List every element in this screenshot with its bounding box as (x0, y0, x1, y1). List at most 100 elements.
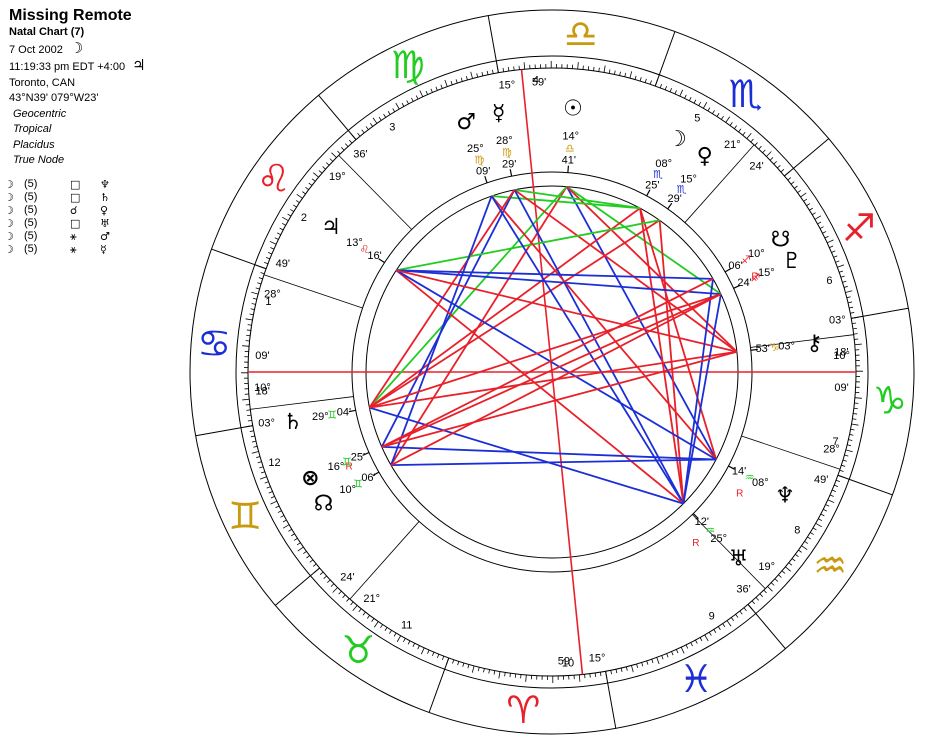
degree-tick (733, 125, 738, 129)
degree-tick (430, 88, 433, 93)
degree-tick (851, 423, 859, 426)
planet-minute: 25' (351, 451, 365, 463)
aspect-orb: (5) (24, 178, 38, 190)
degree-tick (801, 545, 808, 551)
degree-tick (707, 107, 711, 112)
uranus-icon: ♅ (729, 546, 749, 571)
degree-tick (525, 674, 527, 682)
aspect-line (395, 269, 684, 505)
degree-tick (338, 590, 342, 595)
planet-tick (567, 165, 570, 173)
zodiac-aries-icon: ♈ (506, 688, 540, 732)
planet-minute: 29' (667, 193, 681, 205)
planet-sign-icon: ♒ (745, 471, 755, 484)
aspect-line (381, 293, 722, 448)
cusp-degree-label: 15° (499, 80, 516, 92)
degree-tick (253, 445, 258, 448)
degree-tick (247, 324, 252, 326)
degree-tick (631, 665, 634, 673)
degree-tick (755, 597, 759, 601)
degree-tick (773, 161, 777, 165)
planet-minute: 29' (502, 158, 516, 170)
house-number: 12 (268, 457, 280, 469)
aspect-planet-b: ♅ (100, 217, 110, 230)
planet-minute: 04' (337, 407, 351, 419)
degree-tick (751, 600, 755, 605)
aspect-orb: (5) (24, 217, 38, 229)
aspect-line (368, 189, 516, 409)
degree-tick (293, 537, 298, 541)
moon-phase-icon: ☽ (69, 38, 84, 57)
degree-tick (303, 551, 307, 555)
moon-icon: ☽ (667, 127, 687, 152)
degree-tick (291, 533, 295, 537)
degree-tick (716, 113, 720, 117)
aspect-line (381, 278, 714, 448)
degree-tick (277, 510, 282, 513)
degree-tick (708, 631, 712, 636)
degree-tick (598, 67, 600, 72)
degree-tick (393, 632, 397, 637)
degree-tick (396, 635, 402, 642)
degree-tick (780, 169, 785, 173)
planet-degree: 15° (758, 267, 775, 279)
cusp-minute-label: 18' (255, 385, 269, 397)
planet-degree: 14° (562, 131, 579, 143)
house-cusp-labels: 10°09'28°49'19°36'15°59'21°24'03°18'10°0… (254, 76, 850, 667)
degree-tick (850, 428, 855, 431)
cusp-minute-label: 49' (276, 258, 290, 270)
planet-sign-icon: ♎ (565, 142, 575, 155)
degree-tick (264, 481, 269, 484)
degree-tick (265, 256, 270, 260)
degree-tick (839, 469, 844, 472)
sign-divider (274, 567, 320, 606)
degree-tick (625, 666, 628, 671)
degree-tick (411, 97, 414, 102)
degree-tick (259, 476, 267, 480)
degree-tick (845, 449, 853, 453)
degree-tick (603, 65, 606, 73)
degree-tick (331, 152, 337, 158)
aspect-planet-a: ☽ (4, 178, 14, 191)
aspect-type-icon: □ (70, 178, 81, 191)
aspect-line (381, 350, 738, 448)
cusp-degree-label: 28° (264, 289, 281, 301)
degree-tick (306, 555, 310, 559)
zodiac-virgo-icon: ♍ (391, 43, 425, 87)
aspect-line (396, 219, 660, 272)
chart-time: 11:19:33 pm EDT +4:00 (9, 61, 126, 73)
degree-tick (251, 303, 256, 305)
cusp-degree-label: 03° (829, 314, 846, 326)
degree-tick (646, 660, 649, 665)
planet-sign-icon: ♌ (360, 243, 370, 256)
zodiac-capricorn-icon: ♑ (873, 379, 907, 423)
degree-tick (695, 639, 698, 644)
aspect-type-icon: ⚹ (70, 243, 77, 256)
cusp-degree-label: 19° (758, 561, 775, 573)
degree-tick (854, 343, 862, 346)
zodiac-pisces-icon: ♓ (679, 657, 713, 701)
aspect-planet-a: ☽ (4, 204, 14, 217)
chart-option-geocentric: Geocentric (13, 107, 67, 120)
degree-tick (699, 637, 703, 642)
degree-tick (839, 270, 844, 273)
degree-tick (427, 649, 430, 654)
degree-tick (847, 444, 852, 447)
degree-tick (460, 77, 463, 82)
degree-tick (722, 623, 726, 628)
mercury-icon: ☿ (492, 101, 506, 126)
degree-tick (250, 308, 255, 310)
degree-tick (365, 126, 369, 130)
degree-tick (629, 71, 633, 79)
house-cusp-line (263, 274, 363, 309)
chart-place: Toronto, CAN (9, 76, 76, 89)
zodiac-cancer-icon: ♋ (197, 321, 231, 365)
degree-tick (395, 102, 400, 110)
aspect-planet-a: ☽ (4, 217, 14, 230)
planet-degree: 15° (680, 174, 697, 186)
degree-tick (452, 659, 455, 664)
degree-tick (436, 654, 440, 659)
degree-tick (350, 601, 354, 606)
degree-tick (829, 494, 834, 497)
venus-icon: ♀ (697, 144, 713, 169)
